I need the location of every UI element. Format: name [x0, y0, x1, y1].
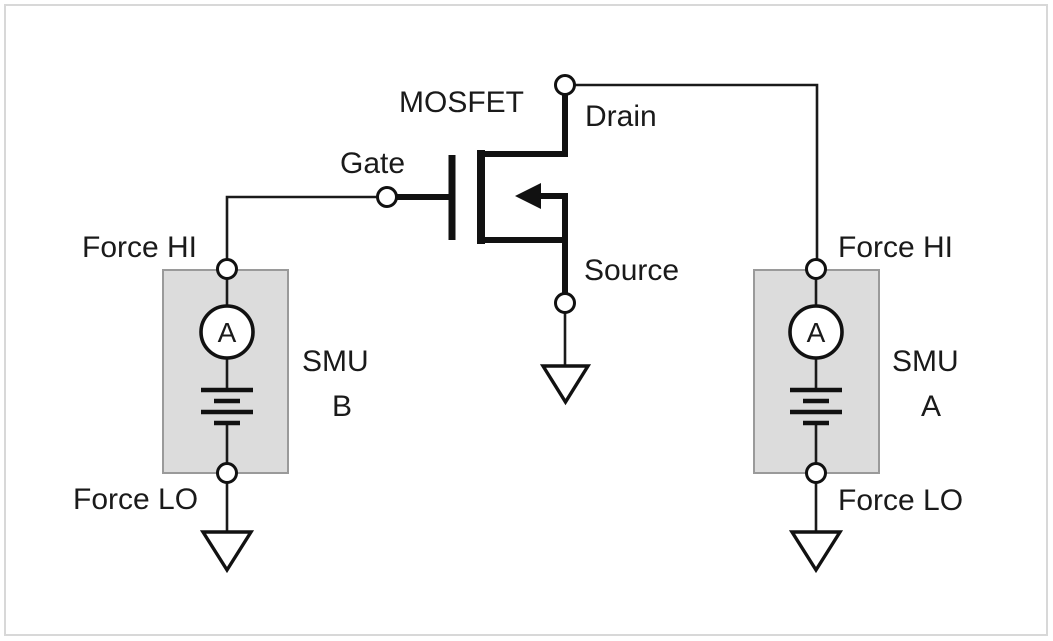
gate-terminal-icon — [376, 186, 398, 208]
mosfet-arrowhead — [515, 183, 541, 209]
smu-b-force-hi-terminal-icon — [216, 258, 238, 280]
mosfet-label: MOSFET — [399, 86, 524, 119]
source-label: Source — [584, 254, 679, 287]
smu-b-ammeter-label: A — [218, 317, 237, 348]
drain-label: Drain — [585, 100, 657, 133]
smu-a-ammeter-icon — [788, 304, 844, 360]
smu-a-ammeter-label: A — [807, 317, 826, 348]
smu-a-force-hi-label: Force HI — [838, 231, 953, 264]
smu-a-battery — [790, 387, 842, 426]
source-ground-icon — [539, 364, 592, 406]
smu-a-force-lo-terminal-icon — [805, 462, 827, 484]
smu-a-ground-icon — [788, 530, 844, 574]
gate-wire — [225, 195, 380, 262]
smu-b-battery — [201, 387, 253, 426]
source-terminal-icon — [554, 292, 576, 314]
smu-b-force-lo-label: Force LO — [73, 483, 198, 516]
smu-a-id-label: A — [921, 390, 941, 423]
page-frame — [4, 4, 1048, 636]
mosfet-drain-leg — [478, 90, 568, 157]
smu-b-force-hi-label: Force HI — [82, 231, 197, 264]
smu-a-force-lo-label: Force LO — [838, 484, 963, 517]
smu-b-force-lo-terminal-icon — [216, 462, 238, 484]
smu-b-box — [162, 269, 289, 474]
drain-terminal-icon — [554, 74, 576, 96]
smu-b-id-label: B — [332, 390, 352, 423]
smu-a-name-label: SMU — [892, 345, 959, 378]
gate-label: Gate — [340, 147, 405, 180]
smu-a-force-hi-terminal-icon — [805, 258, 827, 280]
smu-b-ground-icon — [199, 530, 255, 574]
drain-wire — [571, 83, 819, 262]
smu-b-ammeter-icon — [199, 304, 255, 360]
smu-b-name-label: SMU — [302, 345, 369, 378]
mosfet-arrow-line — [539, 193, 568, 240]
